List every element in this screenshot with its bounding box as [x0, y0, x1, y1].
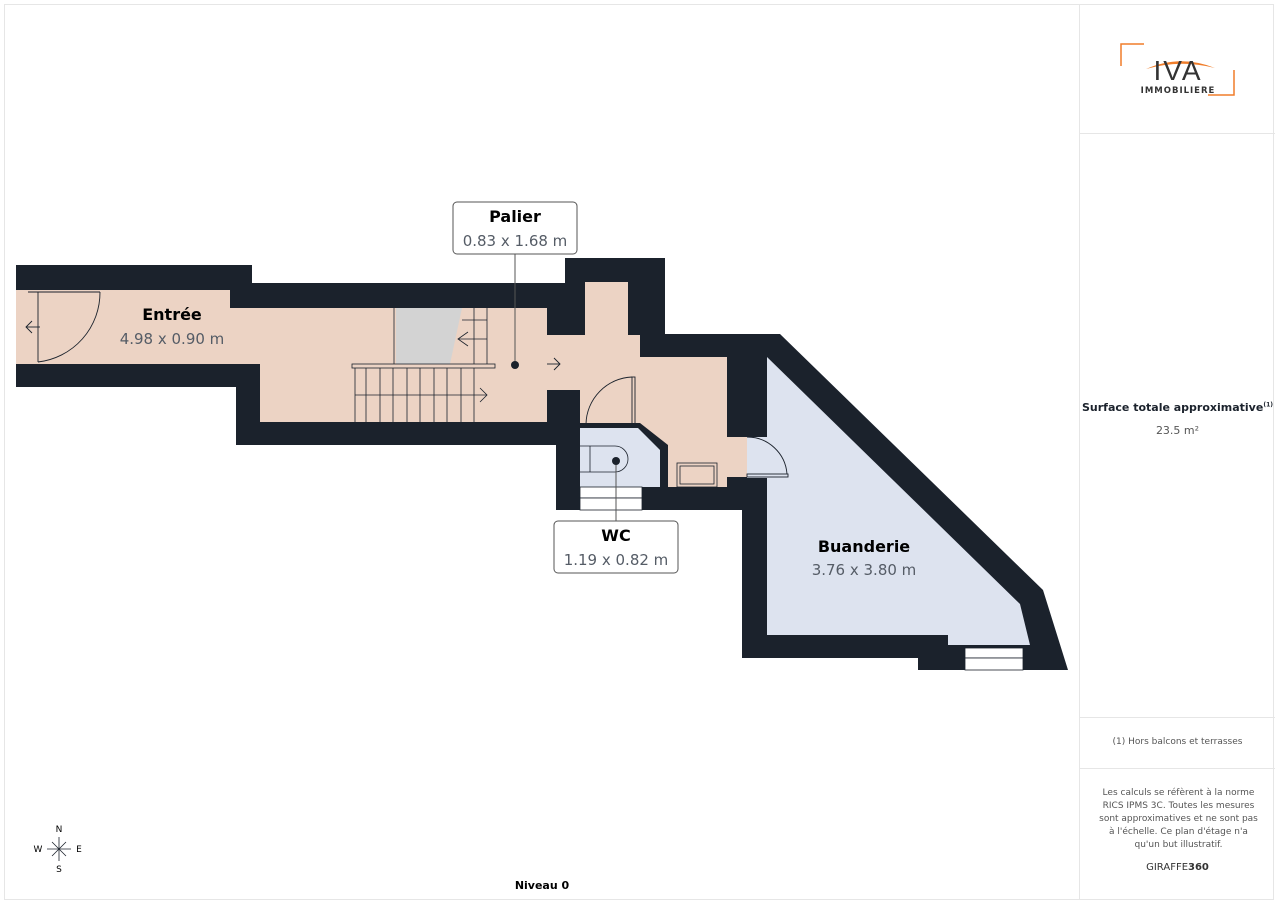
credit: GIRAFFE360 [1080, 862, 1275, 873]
logo-sub: IMMOBILIERE [1141, 86, 1216, 96]
staircase [351, 308, 496, 422]
compass-icon [47, 837, 71, 861]
room-dims-buanderie: 3.76 x 3.80 m [812, 561, 917, 579]
divider [1080, 768, 1275, 769]
toilet-icon [580, 445, 629, 473]
door-opening [747, 437, 787, 478]
credit-b: 360 [1188, 862, 1209, 873]
palier-marker [511, 361, 519, 369]
door-wc[interactable] [585, 376, 636, 428]
surface-sup: (1) [1263, 401, 1273, 409]
counter [676, 462, 718, 488]
wc-label-box [553, 520, 679, 574]
palier-label-box [452, 201, 578, 255]
page-frame [4, 4, 1274, 900]
disclaimer: Les calculs se réfèrent à la norme RICS … [1099, 788, 1258, 850]
credit-a: GIRAFFE [1146, 862, 1189, 873]
footnote: (1) Hors balcons et terrasses [1112, 737, 1243, 747]
compass-n: N [56, 825, 63, 835]
surface-title-text: Surface totale approximative [1082, 401, 1264, 414]
compass-s: S [56, 865, 62, 875]
wc-steps [579, 486, 643, 511]
buanderie-steps [964, 647, 1024, 671]
room-dims-wc: 1.19 x 0.82 m [564, 551, 669, 569]
compass-w: W [34, 845, 43, 855]
wc-marker [612, 457, 620, 465]
divider [1080, 717, 1275, 718]
room-buanderie-area [767, 357, 1030, 645]
room-name-wc: WC [601, 526, 630, 545]
room-dims-entree: 4.98 x 0.90 m [120, 330, 225, 348]
stair-void [396, 308, 462, 364]
level-label: Niveau 0 [515, 879, 570, 892]
brand-logo: IVA IMMOBILIERE [1120, 43, 1235, 96]
surface-value: 23.5 m² [1155, 424, 1200, 437]
divider [1080, 133, 1275, 134]
door-buanderie[interactable] [746, 436, 789, 478]
surface-title: Surface totale approximative(1) [1080, 401, 1275, 414]
room-name-entree: Entrée [142, 305, 202, 324]
logo-letters: IVA [1153, 55, 1202, 86]
room-name-buanderie: Buanderie [818, 537, 910, 556]
direction-arrows [25, 320, 561, 371]
room-entree-area [16, 282, 747, 487]
label-leaders [514, 254, 617, 521]
room-dims-palier: 0.83 x 1.68 m [463, 232, 568, 250]
info-panel: IVA IMMOBILIERE Surface totale approxima… [1079, 4, 1275, 900]
compass-e: E [76, 845, 82, 855]
room-name-palier: Palier [489, 207, 541, 226]
